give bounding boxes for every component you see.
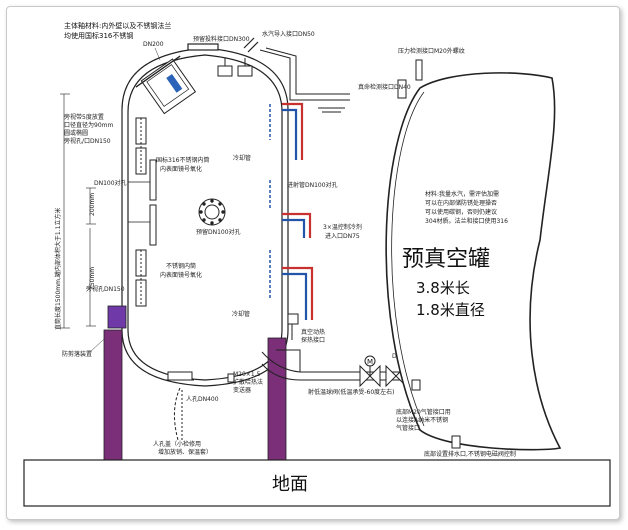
- tank-outer-shell: [121, 47, 289, 330]
- ground-label: 地面: [272, 474, 308, 495]
- gb316-inner-2: 内表面镜号氧化: [160, 165, 202, 173]
- side-view-1: 旁视带5度放置: [64, 113, 104, 121]
- blue-pipe-top: [282, 108, 298, 160]
- lifting-lug-label: 防剪落装置: [62, 350, 92, 358]
- vt-note-4: 304材质。法兰和接口使用316: [425, 217, 508, 225]
- steam-pipe: [259, 47, 350, 113]
- ss-inner-2: 内表面镜号氧化: [160, 271, 202, 279]
- pressure-port-label: 压力检测接口M20外螺纹: [398, 47, 465, 55]
- material-line-1: 主体釉材料:内外壁以及不锈钢法兰: [64, 21, 171, 30]
- side-dn150-label: 旁视孔DN150: [86, 285, 125, 293]
- ground-box: [23, 459, 611, 507]
- red-pipe-mid: [282, 212, 312, 238]
- vacuum-valve-2: 探热接口: [301, 336, 325, 344]
- material-line-2: 均使用国标316不锈钢: [64, 31, 133, 40]
- m20-bottom-1: 底部M20气管接口用: [396, 408, 451, 416]
- reserve-feed-label: 预留投料接口DN300: [193, 35, 250, 43]
- ss-inner-1: 不锈钢内筒: [166, 262, 196, 270]
- dn200-label: DN200: [143, 41, 164, 48]
- tank-bottom-outer: [121, 329, 289, 387]
- vacuum-tank-bottom-fittings: [411, 379, 461, 449]
- vt-note-1: 材料:我量水汽，需评估加需: [425, 190, 499, 198]
- vacuum-tank-inner-line: [391, 91, 425, 427]
- drain-label: 射低温球阀(低温承受-60度左右): [308, 388, 394, 396]
- manhole-cover-2: 增加放销、保温套）: [158, 448, 212, 456]
- vacuum-tank-body: [385, 72, 562, 451]
- cold-water-bottom: 冷却管: [232, 310, 250, 318]
- dn100-sight-label: DN100对孔: [94, 179, 127, 187]
- reserve-dn100-label: 预留DN100对孔: [196, 228, 241, 236]
- right-labels: 冷却管 进射管DN100对孔 3×温控制冷剂 进入口DN75 冷却管 真空动热 …: [232, 154, 362, 344]
- vacuum-tank-title: 预真空罐: [402, 247, 490, 272]
- tank-inner-shell: [127, 54, 283, 330]
- m20-1: M20×1.5: [233, 371, 261, 378]
- manhole: [166, 371, 235, 441]
- vacuum-tank-nozzles: [397, 59, 423, 99]
- m20-3: 变送器: [233, 386, 251, 394]
- dimension-lines: [60, 93, 96, 329]
- vt-bottom-note: 底部设置排水口,不锈钢电磁阀控制: [424, 450, 516, 458]
- vacuum-valve-fitting: [287, 313, 299, 340]
- valve-symbol: M: [367, 358, 373, 366]
- right-leg: [267, 337, 287, 461]
- gb316-inner-1: 国标316不锈钢内筒: [156, 156, 209, 164]
- vacuum-tank-diameter: 1.8米直径: [416, 301, 485, 319]
- cold-water-top: 冷却管: [233, 154, 251, 162]
- main-tank: [121, 37, 289, 387]
- m20-2: 扩散哈热法: [233, 378, 263, 386]
- vt-note-2: 可以在内部储防锈处理操否: [425, 199, 497, 207]
- m20-bottom-2: 以连接A纳米不锈钢: [396, 416, 448, 424]
- cooling-pipes: [282, 102, 314, 320]
- drain-pipe: [261, 349, 412, 381]
- temp-control-2: 进入口DN75: [325, 232, 360, 240]
- temp-dn100-label: 进射管DN100对孔: [287, 181, 338, 189]
- window-blue-glass: [166, 74, 183, 93]
- vacuum-valve-1: 真空动热: [301, 328, 325, 336]
- red-pipe-top: [282, 102, 304, 160]
- left-side-ports: [135, 117, 157, 307]
- dn200-sight-window: [135, 55, 197, 115]
- reserve-dn100-flange: [198, 198, 226, 226]
- dim-200: 200mm: [89, 193, 96, 216]
- dim-total: 直筒长度1500mm,罐内部体积大于1.1立方米: [54, 208, 62, 330]
- temp-control-1: 3×温控制冷剂: [323, 223, 362, 231]
- top-nozzles: [217, 58, 253, 77]
- m20-bottom-3: 气管接口: [396, 424, 420, 432]
- lifting-lug: [107, 305, 127, 329]
- side-view-2: 口径直径为90mm: [64, 121, 113, 129]
- manhole-label: 人孔DN400: [186, 395, 219, 403]
- blue-pipe-low: [282, 272, 308, 320]
- left-labels: 旁视带5度放置 口径直径为90mm 圆或椭圆 旁视孔/口DN150 DN100对…: [62, 113, 127, 358]
- dim-750: 750mm: [89, 267, 96, 290]
- blue-pipe-mid: [282, 218, 306, 238]
- vt-note-3: 可以使用碳钢，否则仍建议: [425, 208, 497, 216]
- steam-inlet-label: 水汽导入接口DN50: [262, 30, 315, 38]
- top-small-flange-2: [237, 65, 253, 77]
- vacuum-port-label: 真命检测接口DN40: [358, 83, 411, 91]
- manhole-cover-1: 人孔盖（小检修用: [153, 440, 201, 448]
- vacuum-tank-length: 3.8米长: [416, 279, 470, 297]
- side-view-4: 旁视孔/口DN150: [64, 137, 111, 145]
- left-leg: [103, 329, 123, 461]
- side-view-3: 圆或椭圆: [64, 129, 88, 137]
- red-pipe-low: [282, 266, 314, 320]
- top-small-flange-1: [217, 65, 233, 77]
